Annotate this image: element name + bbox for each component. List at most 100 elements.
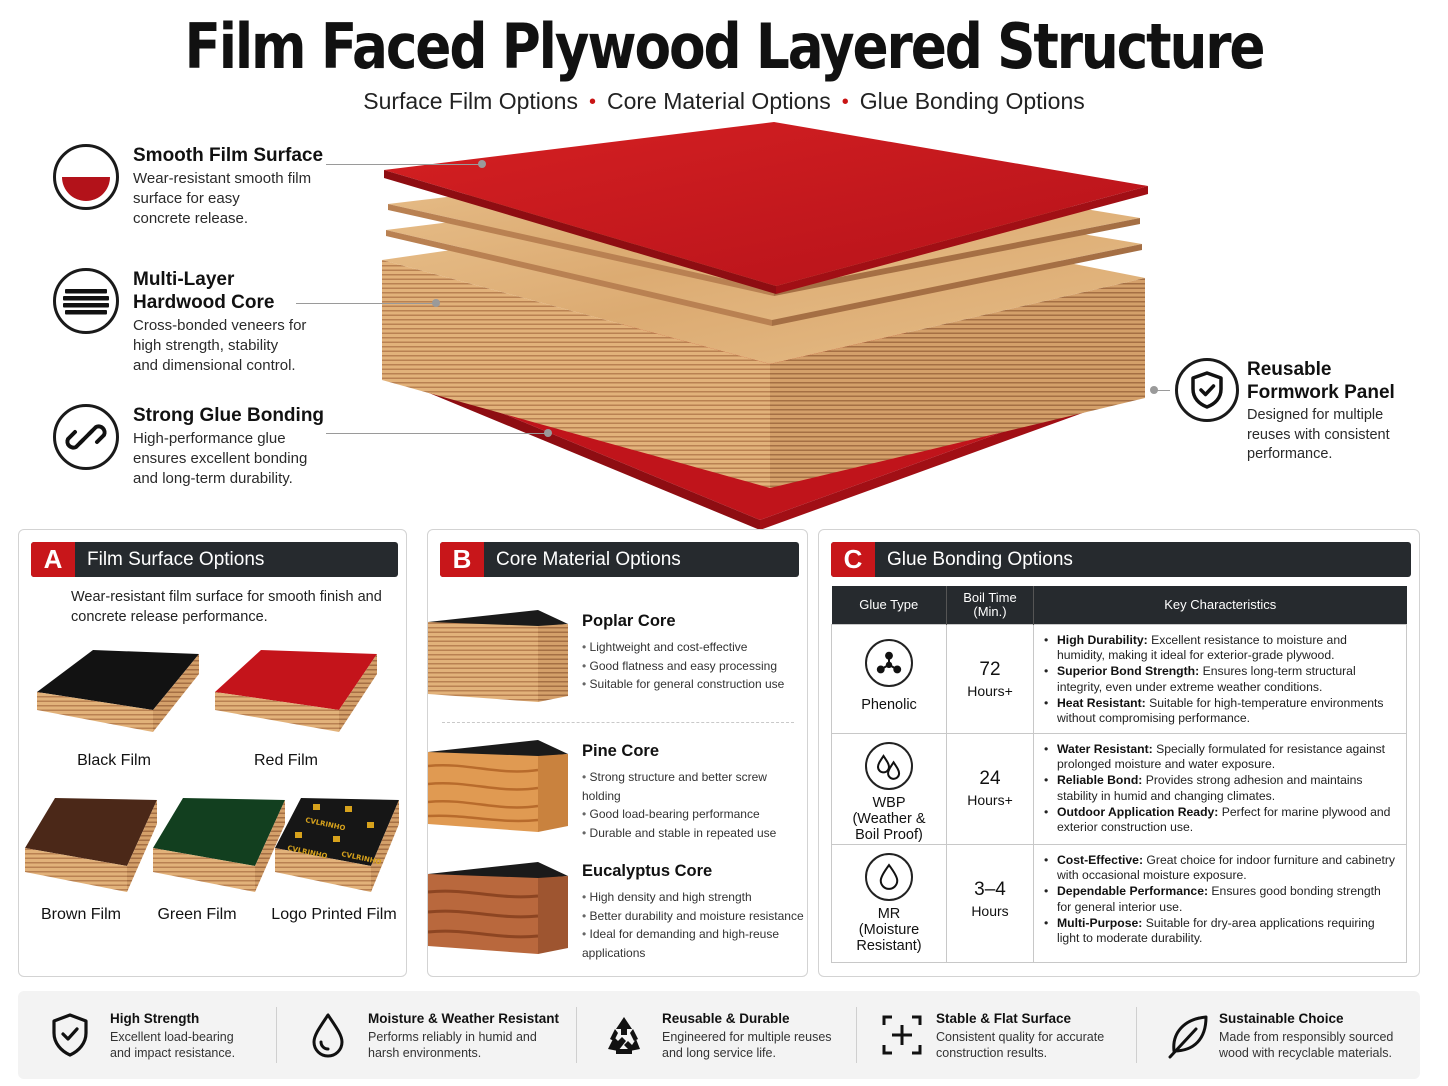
feature-stable-flat: Stable & Flat Surface Consistent quality… [856,991,1136,1079]
characteristic-item: Outdoor Application Ready: Perfect for m… [1044,805,1396,837]
characteristic-item: High Durability: Excellent resistance to… [1044,633,1396,665]
core-item-poplar: Poplar Core Lightweight and cost-effecti… [428,602,808,722]
shield-check-icon [52,1013,88,1057]
leaf-icon [1168,1015,1208,1059]
film-surface-icon [53,144,119,210]
feature-divider [276,1007,277,1063]
feature-title: Reusable & Durable [662,1011,790,1026]
core-points: High density and high strength Better du… [582,888,807,962]
col-header-glue-type: Glue Type [831,586,947,624]
subtitle: Surface Film Options•Core Material Optio… [0,88,1448,115]
feature-title: Stable & Flat Surface [936,1011,1072,1026]
film-label-green: Green Film [157,906,237,923]
black-film-swatch [37,650,199,732]
subtitle-dot: • [588,91,596,113]
page-title: Film Faced Plywood Layered Structure [184,10,1266,83]
characteristics-cell: Cost-Effective: Great choice for indoor … [1033,843,1407,963]
layers-icon [53,268,119,334]
exploded-plywood-illustration [382,122,1148,530]
brown-film-swatch [25,798,157,892]
film-label-black: Black Film [77,752,151,769]
glue-type-cell: Phenolic [831,623,947,734]
panel-header: B Core Material Options [440,542,799,577]
leader-dot-core [432,299,440,307]
subtitle-core: Core Material Options [607,88,831,114]
water-drop-icon [865,852,913,901]
boil-time-value: 72 [979,658,1001,680]
characteristic-item: Cost-Effective: Great choice for indoor … [1044,853,1396,885]
leader-line-glue [326,433,548,434]
feature-divider [1136,1007,1137,1063]
characteristic-item: Dependable Performance: Ensures good bon… [1044,884,1396,916]
boil-time-cell: 3–4 Hours [946,843,1034,963]
eucalyptus-core-sample [428,862,568,954]
feature-moisture-resistant: Moisture & Weather Resistant Performs re… [276,991,576,1079]
core-points: Strong structure and better screw holdin… [582,768,808,842]
boil-time-unit: Hours+ [967,682,1013,699]
core-point: Lightweight and cost-effective [582,638,784,657]
feature-sustainable: Sustainable Choice Made from responsibly… [1136,991,1420,1079]
core-point: Ideal for demanding and high-reuse appli… [582,925,807,962]
leader-line-core [296,303,436,304]
film-label-brown: Brown Film [40,906,121,923]
core-name: Poplar Core [582,612,676,630]
leader-line-reusable [1156,390,1170,391]
subtitle-dot: • [841,91,849,113]
glue-type-name: WBP(Weather &Boil Proof) [852,794,926,843]
panel-header: A Film Surface Options [31,542,398,577]
core-point: Better durability and moisture resistanc… [582,907,807,926]
characteristic-item: Superior Bond Strength: Ensures long-ter… [1044,664,1396,696]
feature-title: High Strength [110,1011,200,1026]
characteristic-item: Heat Resistant: Suitable for high-temper… [1044,696,1396,728]
col-header-key-characteristics: Key Characteristics [1033,586,1407,624]
table-row: Phenolic 72 Hours+ High Durability: Exce… [831,623,1407,734]
feature-title: Sustainable Choice [1219,1011,1344,1026]
table-header-row: Glue Type Boil Time(Min.) Key Characteri… [831,586,1407,624]
film-label-red: Red Film [253,752,318,769]
red-film-swatch [215,650,377,732]
leader-dot-surface [478,160,486,168]
shield-check-icon [1175,358,1239,422]
leader-dot-glue [544,429,552,437]
core-point: Good load-bearing performance [582,805,808,824]
boil-time-value: 3–4 [974,878,1006,900]
panel-title: Core Material Options [496,549,681,570]
panel-letter: B [440,542,484,577]
glue-table: Glue Type Boil Time(Min.) Key Characteri… [831,586,1407,963]
film-label-logo-printed: Logo Printed Film [271,906,397,923]
callout-glue-bonding: Strong Glue Bonding High-performance glu… [53,404,353,504]
feature-reusable-durable: Reusable & Durable Engineered for multip… [576,991,856,1079]
core-point: High density and high strength [582,888,807,907]
feature-divider [856,1007,857,1063]
characteristics-cell: High Durability: Excellent resistance to… [1033,623,1407,734]
glue-type-name: Phenolic [861,696,917,713]
boil-time-value: 24 [979,767,1001,789]
poplar-core-sample [428,610,568,702]
boil-time-cell: 24 Hours+ [946,732,1034,845]
core-name: Pine Core [582,742,660,760]
characteristic-item: Multi-Purpose: Suitable for dry-area app… [1044,916,1396,948]
boil-time-cell: 72 Hours+ [946,623,1034,734]
feature-divider [576,1007,577,1063]
panel-title: Glue Bonding Options [887,549,1073,570]
panel-core-material-options: B Core Material Options Poplar Core Ligh… [427,529,808,977]
boil-time-unit: Hours+ [967,791,1013,808]
top-film-layer [384,122,1148,294]
core-point: Durable and stable in repeated use [582,824,808,843]
panel-description: Wear-resistant film surface for smooth f… [71,589,382,625]
green-film-swatch [153,798,285,892]
panel-header: C Glue Bonding Options [831,542,1411,577]
panel-film-surface-options: A Film Surface Options Wear-resistant fi… [18,529,407,977]
